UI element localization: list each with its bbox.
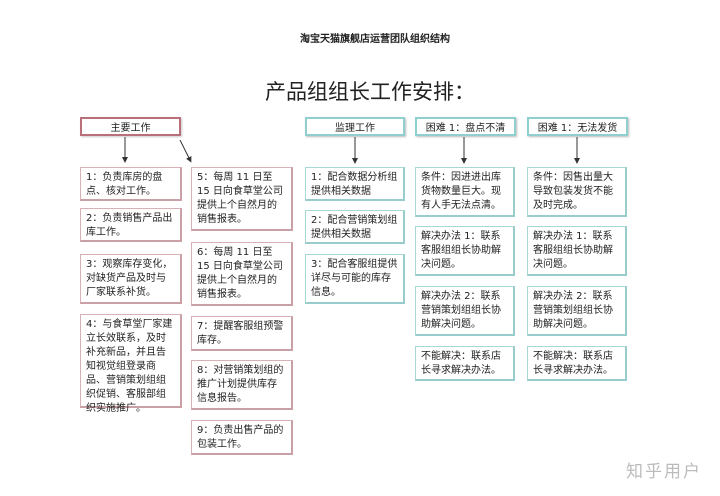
page-title: 产品组组长工作安排： <box>265 80 475 104</box>
difficulty2-fallback: 不能解决：联系店长寻求解决办法。 <box>527 346 627 381</box>
main-work-item-3: 3：观察库存变化，对缺货产品及时与厂家联系补货。 <box>80 254 182 304</box>
supervise-item-2: 2：配合营销策划组提供相关数据 <box>305 210 405 244</box>
difficulty1-header: 困难 1：盘点不清 <box>415 117 516 136</box>
supervise-header: 监理工作 <box>305 117 405 136</box>
difficulty1-solution-2: 解决办法 2：联系营销策划组组长协助解决问题。 <box>415 286 515 336</box>
main-work-item-1: 1：负责库房的盘点、核对工作。 <box>80 167 182 201</box>
main-work-item-8: 8：对营销策划组的推广计划提供库存信息报告。 <box>191 360 293 410</box>
arrow-main-col2 <box>179 139 192 163</box>
difficulty1-solution-1: 解决办法 1：联系客服组组长协助解决问题。 <box>415 226 515 276</box>
watermark: 知乎用户 <box>626 462 702 482</box>
main-work-item-9: 9：负责出售产品的包装工作。 <box>191 420 293 455</box>
main-work-item-2: 2：负责销售产品出库工作。 <box>80 208 182 242</box>
difficulty1-condition: 条件：因进进出库货物数量巨大。现有人手无法点清。 <box>415 167 515 217</box>
supervise-item-1: 1：配合数据分析组提供相关数据 <box>305 167 405 201</box>
main-work-item-6: 6：每周 11 日至 15 日向食草堂公司提供上个自然月的销售报表。 <box>191 242 293 306</box>
org-title: 淘宝天猫旗舰店运营团队组织结构 <box>300 34 450 45</box>
difficulty2-solution-2: 解决办法 2：联系营销策划组组长协助解决问题。 <box>527 286 627 336</box>
supervise-item-3: 3：配合客服组提供详尽与可能的库存信息。 <box>305 254 405 304</box>
main-work-item-4: 4：与食草堂厂家建立长效联系，及时补充新品，并且告知视觉组登录商品、营销策划组组… <box>80 314 182 414</box>
difficulty2-solution-1: 解决办法 1：联系客服组组长协助解决问题。 <box>527 226 627 276</box>
difficulty1-fallback: 不能解决：联系店长寻求解决办法。 <box>415 346 515 381</box>
main-work-item-7: 7：提醒客服组预警库存。 <box>191 316 293 351</box>
difficulty2-header: 困难 1：无法发货 <box>527 117 628 136</box>
difficulty2-condition: 条件：因售出量大导致包装发货不能及时完成。 <box>527 167 627 217</box>
main-work-header: 主要工作 <box>80 117 181 136</box>
main-work-item-5: 5：每周 11 日至 15 日向食草堂公司提供上个自然月的销售报表。 <box>191 167 293 231</box>
